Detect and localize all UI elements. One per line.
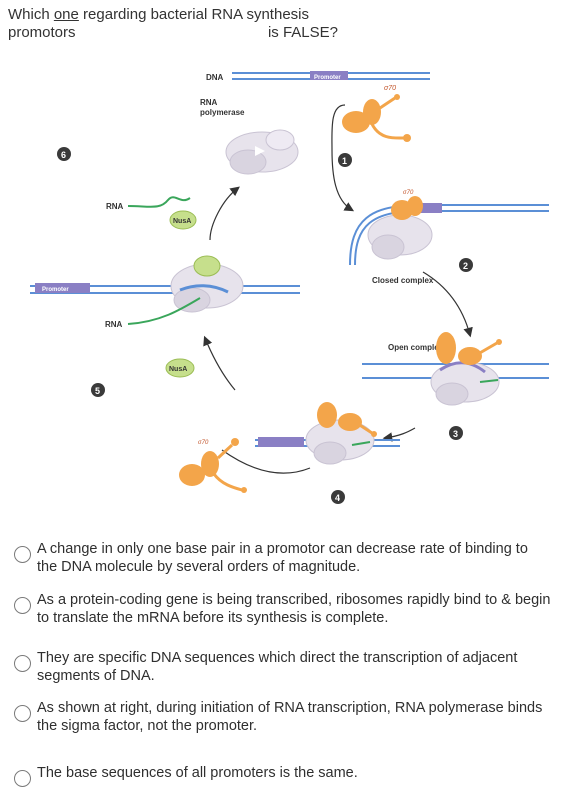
step-markers: 1 2 3 4 5 6 xyxy=(57,147,473,504)
rna-polymerase-label-line2: polymerase xyxy=(200,108,245,117)
step-1-marker: 1 xyxy=(338,153,352,167)
answer-option-text: As a protein-coding gene is being transc… xyxy=(37,592,551,626)
promoter-label-top: Promoter xyxy=(314,75,341,81)
arrow-step-5 xyxy=(203,335,236,391)
step-1-number: 1 xyxy=(342,156,347,166)
question-part: regarding bacterial RNA synthesis xyxy=(78,6,309,23)
answer-option-4[interactable]: As shown at right, during initiation of … xyxy=(14,699,552,735)
arrow-step-4 xyxy=(221,449,311,474)
question-part: promotors xyxy=(8,24,76,41)
step-5-number: 5 xyxy=(95,386,100,396)
elongation-complex-bottom xyxy=(255,402,400,465)
question-emphasis: one xyxy=(53,6,79,23)
dna-top xyxy=(232,71,430,80)
radio-button[interactable] xyxy=(14,597,31,614)
arrow-step-6 xyxy=(209,186,240,241)
sigma-label-top: σ70 xyxy=(384,85,396,92)
question-line-2: promotors is FALSE? xyxy=(8,24,338,42)
closed-complex xyxy=(349,196,549,266)
step-3-marker: 3 xyxy=(449,426,463,440)
transcription-cycle-figure: DNA Promoter RNA polymerase σ70 σ70 Clos… xyxy=(0,60,569,525)
arrow-step-2 xyxy=(422,271,473,338)
sigma-factor-top xyxy=(342,94,411,142)
question-text: Which one regarding bacterial RNA synthe… xyxy=(8,6,348,42)
radio-button[interactable] xyxy=(14,546,31,563)
termination-complex xyxy=(30,255,300,325)
answer-option-1[interactable]: A change in only one base pair in a prom… xyxy=(14,540,552,576)
answer-option-text: The base sequences of all promoters is t… xyxy=(37,765,358,781)
step-4-marker: 4 xyxy=(331,490,345,504)
question-part: is FALSE? xyxy=(267,24,338,41)
rna-label-lower: RNA xyxy=(105,320,123,329)
answer-option-text: They are specific DNA sequences which di… xyxy=(37,650,518,684)
sigma-label-closed: σ70 xyxy=(403,190,414,196)
step-5-marker: 5 xyxy=(91,383,105,397)
closed-complex-label: Closed complex xyxy=(372,276,434,285)
arrow-step-1 xyxy=(331,104,355,212)
promoter-box-top xyxy=(310,71,348,80)
step-6-marker: 6 xyxy=(57,147,71,161)
answer-option-text: A change in only one base pair in a prom… xyxy=(37,541,528,575)
open-complex xyxy=(362,332,549,406)
question-line-1: Which one regarding bacterial RNA synthe… xyxy=(8,6,348,24)
step-3-number: 3 xyxy=(453,429,458,439)
radio-button[interactable] xyxy=(14,770,31,787)
question-part: Which xyxy=(8,6,54,23)
promoter-label-left: Promoter xyxy=(42,287,69,293)
answer-option-text: As shown at right, during initiation of … xyxy=(37,700,543,734)
answer-option-3[interactable]: They are specific DNA sequences which di… xyxy=(14,649,552,685)
arrow-step-3 xyxy=(382,427,416,442)
open-complex-label: Open complex xyxy=(388,343,444,352)
step-2-number: 2 xyxy=(463,261,468,271)
radio-button[interactable] xyxy=(14,705,31,722)
step-2-marker: 2 xyxy=(459,258,473,272)
nusa-lower: NusA xyxy=(165,358,195,378)
nusa-upper: NusA xyxy=(169,210,197,230)
nusa-label-lower: NusA xyxy=(169,366,187,373)
cycle-arrows xyxy=(203,104,473,474)
dna-label: DNA xyxy=(206,73,224,82)
rna-label-upper: RNA xyxy=(106,202,124,211)
nusa-label-upper: NusA xyxy=(173,218,191,225)
answer-option-5[interactable]: The base sequences of all promoters is t… xyxy=(14,764,552,787)
step-4-number: 4 xyxy=(335,493,340,503)
released-rna xyxy=(127,196,191,208)
step-6-number: 6 xyxy=(61,150,66,160)
rna-polymerase-free xyxy=(225,129,299,175)
transcription-cycle-diagram: DNA Promoter RNA polymerase σ70 σ70 Clos… xyxy=(30,71,549,504)
radio-button[interactable] xyxy=(14,655,31,672)
rna-polymerase-label-line1: RNA xyxy=(200,98,218,107)
sigma-factor-released xyxy=(179,438,247,493)
sigma-label-released: σ70 xyxy=(198,440,209,446)
answer-option-2[interactable]: As a protein-coding gene is being transc… xyxy=(14,591,552,627)
